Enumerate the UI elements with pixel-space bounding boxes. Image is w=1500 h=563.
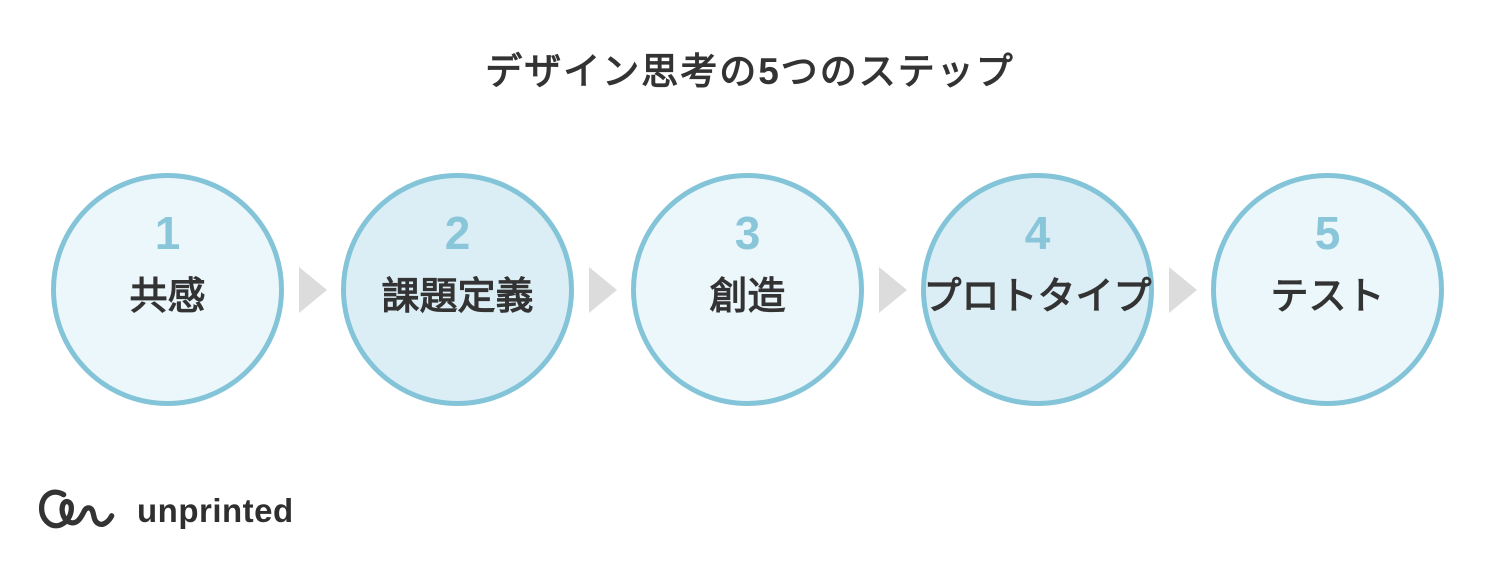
step-label: テスト: [1270, 276, 1385, 318]
arrow-right-triangle: [588, 266, 617, 313]
step-number: 4: [1024, 207, 1051, 259]
step-ideate: 3 創造: [631, 173, 864, 406]
step-number: 2: [444, 207, 471, 259]
step-circle: 2 課題定義: [341, 173, 574, 406]
step-prototype: 4 プロトタイプ: [921, 173, 1154, 406]
arrow-right-icon: [864, 266, 921, 313]
step-circle: 5 テスト: [1211, 173, 1444, 406]
arrow-right-icon: [574, 266, 631, 313]
step-circle: 1 共感: [51, 173, 284, 406]
arrow-right-triangle: [878, 266, 907, 313]
steps-row: 1 共感 2 課題定義 3 創造 4 プロトタイプ 5 テスト: [51, 173, 1444, 406]
step-label: プロトタイプ: [923, 276, 1152, 318]
step-number: 5: [1314, 207, 1341, 259]
step-define: 2 課題定義: [341, 173, 574, 406]
arrow-right-triangle: [1168, 266, 1197, 313]
arrow-right-triangle: [298, 266, 327, 313]
step-circle: 4 プロトタイプ: [921, 173, 1154, 406]
logo-text: unprinted: [137, 492, 294, 529]
diagram-title: デザイン思考の5つのステップ: [485, 51, 1015, 92]
step-empathize: 1 共感: [51, 173, 284, 406]
step-label: 課題定義: [381, 276, 534, 318]
unprinted-squiggle-icon: [38, 489, 115, 529]
step-label: 共感: [129, 276, 206, 318]
step-label: 創造: [709, 276, 786, 318]
step-number: 1: [154, 207, 181, 259]
arrow-right-icon: [1154, 266, 1211, 313]
logo: unprinted: [36, 487, 294, 535]
arrow-right-icon: [284, 266, 341, 313]
step-number: 3: [734, 207, 761, 259]
step-circle: 3 創造: [631, 173, 864, 406]
step-test: 5 テスト: [1211, 173, 1444, 406]
